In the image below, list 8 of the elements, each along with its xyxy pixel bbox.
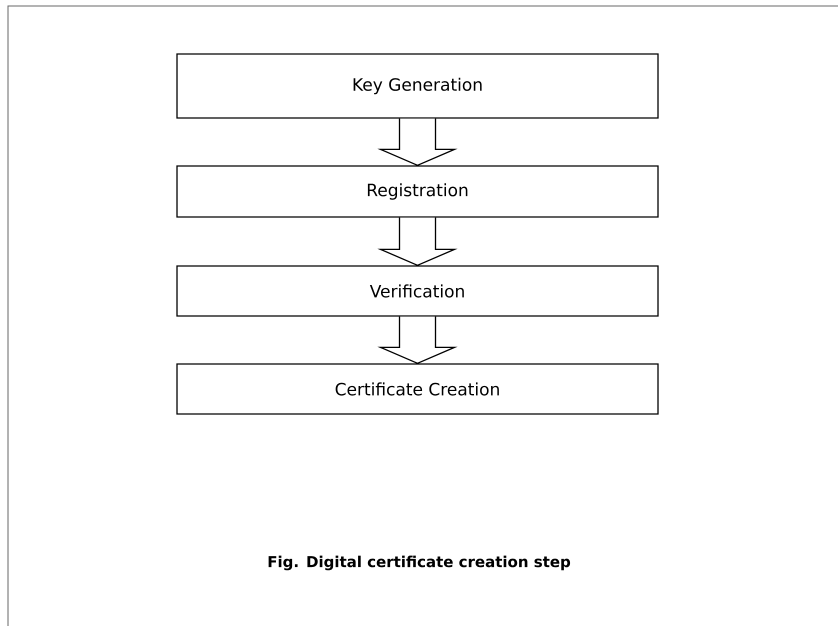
process-box: Key Generation	[176, 53, 659, 119]
process-box: Verification	[176, 265, 659, 317]
block-arrow	[377, 316, 458, 364]
block-arrow	[377, 217, 458, 266]
process-box: Certificate Creation	[176, 363, 659, 415]
process-box: Registration	[176, 165, 659, 218]
caption: Fig. Digital certificate creation step	[268, 556, 570, 570]
block-arrow	[377, 118, 458, 166]
